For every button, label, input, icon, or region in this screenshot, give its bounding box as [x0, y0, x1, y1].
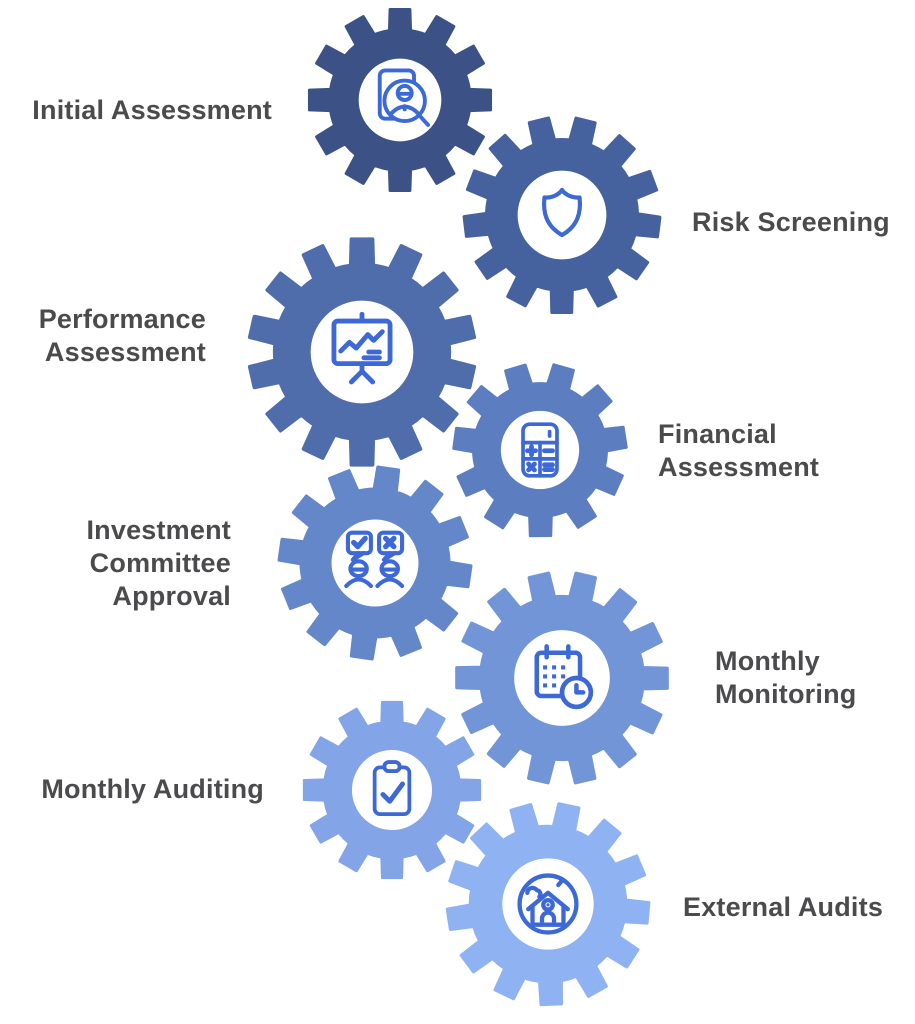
gear-shape: [277, 465, 473, 661]
gear-performance-assessment: [244, 234, 480, 470]
gear-shape: [445, 802, 651, 1007]
gear-initial-assessment: [305, 5, 495, 195]
gear-shape: [455, 571, 669, 785]
gear-monthly-auditing: [300, 698, 484, 882]
gear-monthly-monitoring: [452, 568, 672, 788]
gear-label: Risk Screening: [692, 207, 890, 237]
gear-investment-committee-approval: [275, 463, 475, 663]
gear-shape: [452, 363, 628, 538]
resume-search-icon: [361, 61, 439, 139]
gear-shape: [462, 116, 662, 314]
gear-label: Monthly Monitoring: [715, 646, 857, 709]
gear-label: External Audits: [683, 892, 884, 922]
committee-vote-icon: [334, 522, 416, 604]
calendar-clock-icon: [517, 633, 607, 723]
shield-icon: [520, 173, 604, 257]
gear-label: Monthly Auditing: [41, 774, 264, 804]
gear-label: Financial Assessment: [658, 419, 820, 482]
gear-label: Performance Assessment: [38, 304, 206, 367]
gear-financial-assessment: [450, 360, 630, 540]
calculator-icon: [503, 413, 577, 487]
gear-label: Initial Assessment: [32, 95, 272, 125]
gear-external-audits: [443, 799, 653, 1009]
gear-shape: [247, 237, 477, 467]
gear-label: Investment Committee Approval: [86, 515, 231, 611]
gear-risk-screening: [460, 113, 664, 317]
gear-shape: [302, 700, 482, 880]
globe-home-icon: [505, 861, 591, 947]
presentation-chart-icon: [314, 304, 411, 401]
clipboard-check-icon: [354, 752, 429, 827]
